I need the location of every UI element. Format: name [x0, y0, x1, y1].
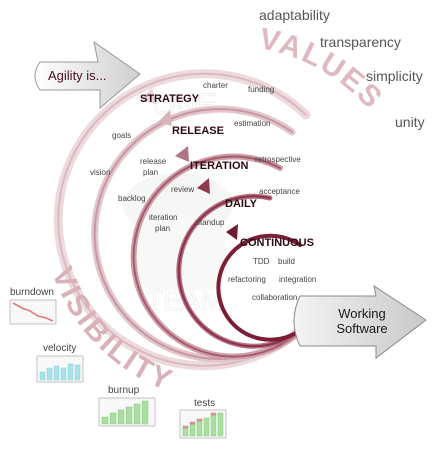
tests-label: tests	[194, 398, 215, 409]
practice-estimation: estimation	[234, 119, 270, 128]
velocity-label: velocity	[43, 343, 76, 354]
practice-acceptance: acceptance	[259, 187, 300, 196]
practice-iteration-1: iteration	[149, 213, 177, 222]
burndown-label: burndown	[10, 287, 54, 298]
level-continuous: CONTINUOUS	[240, 237, 314, 249]
velocity-chart: velocity	[36, 343, 84, 383]
release-arrowhead	[158, 110, 172, 126]
strategy-arrowhead	[140, 88, 156, 104]
working-software-arrow: Working Software	[293, 284, 427, 360]
practice-release-2: plan	[143, 168, 158, 177]
working-label: Working	[338, 306, 385, 321]
level-iteration: ITERATION	[190, 160, 249, 172]
continuous-ring	[216, 233, 316, 342]
burnup-chart: burnup	[98, 385, 156, 427]
daily-ring	[176, 193, 317, 349]
agility-arrow: Agility is...	[34, 40, 141, 110]
practice-tdd: TDD	[253, 257, 270, 266]
practice-backlog: backlog	[118, 194, 146, 203]
value-simplicity: simplicity	[366, 68, 423, 84]
practice-integration: integration	[279, 275, 316, 284]
burnup-label: burnup	[108, 385, 140, 396]
level-strategy: STRATEGY	[140, 93, 200, 105]
software-label: Software	[336, 321, 387, 336]
daily-arrowhead	[197, 178, 210, 194]
continuous-arrowhead	[226, 224, 238, 240]
practice-iteration-2: plan	[155, 224, 170, 233]
practice-goals: goals	[112, 131, 131, 140]
practice-charter: charter	[203, 81, 228, 90]
practice-build: build	[278, 257, 295, 266]
practice-collaboration: collaboration	[252, 293, 297, 302]
practice-retrospective: retrospective	[255, 155, 301, 164]
strategy-ring	[53, 69, 319, 371]
agility-label: Agility is...	[48, 68, 107, 83]
level-daily: DAILY	[225, 198, 258, 210]
tests-chart: tests	[179, 398, 227, 439]
iteration-arrowhead	[175, 146, 189, 162]
burndown-chart: burndown	[9, 287, 57, 325]
practice-release-1: release	[140, 157, 167, 166]
iteration-ring	[130, 153, 317, 360]
value-transparency: transparency	[320, 34, 401, 50]
value-unity: unity	[395, 114, 425, 130]
practice-funding: funding	[248, 85, 274, 94]
practice-refactoring: refactoring	[228, 275, 266, 284]
practice-review: review	[171, 185, 194, 194]
practice-labels: charter funding goals estimation vision …	[90, 81, 316, 302]
level-release: RELEASE	[172, 125, 224, 137]
practice-standup: standup	[196, 218, 225, 227]
practice-vision: vision	[90, 168, 110, 177]
value-adaptability: adaptability	[259, 7, 330, 23]
